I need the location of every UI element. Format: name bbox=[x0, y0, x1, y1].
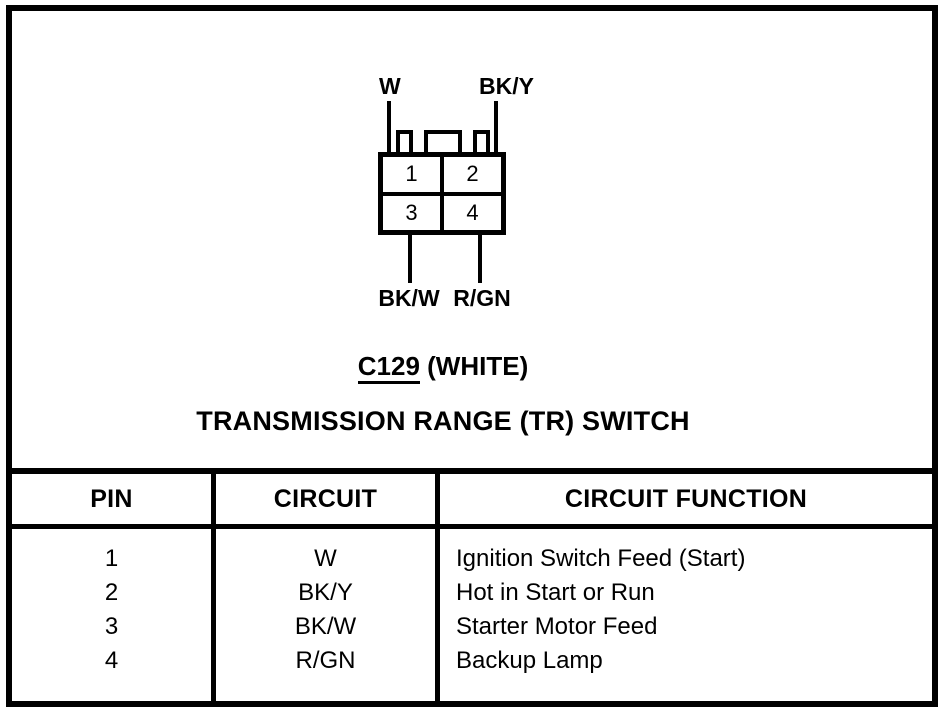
wire-label-bottom-left: BK/W bbox=[378, 285, 440, 311]
circuit-value: BK/Y bbox=[298, 579, 353, 606]
connector-title: TRANSMISSION RANGE (TR) SWITCH bbox=[196, 406, 690, 436]
pin-cavity-3: 3 bbox=[383, 195, 440, 230]
pin-value: 3 bbox=[104, 613, 119, 640]
wire-line-pin2 bbox=[494, 101, 498, 153]
pin-cavity-2: 2 bbox=[444, 157, 501, 192]
function-value: Ignition Switch Feed (Start) bbox=[456, 545, 746, 572]
function-column: Ignition Switch Feed (Start) Hot in Star… bbox=[440, 529, 932, 701]
circuit-value: W bbox=[314, 545, 337, 572]
wire-label-bottom-right: R/GN bbox=[453, 285, 511, 311]
function-value: Backup Lamp bbox=[456, 647, 603, 674]
circuit-value: BK/W bbox=[294, 613, 357, 640]
header-circuit: CIRCUIT bbox=[216, 474, 440, 524]
connector-id-caption: C129 (WHITE) bbox=[0, 351, 944, 384]
pin-value: 4 bbox=[104, 647, 119, 674]
connector-housing-color: (WHITE) bbox=[427, 351, 529, 381]
pin-value: 1 bbox=[104, 545, 119, 572]
connector-tab-center bbox=[424, 130, 462, 155]
connector-body: 1 2 3 4 bbox=[378, 152, 506, 235]
pin-cavity-1: 1 bbox=[383, 157, 440, 192]
pin-table-header-row: PIN CIRCUIT CIRCUIT FUNCTION bbox=[12, 468, 932, 529]
pin-table-body: 1 2 3 4 W BK/Y BK/W R/GN Ignition Switch… bbox=[12, 529, 932, 701]
wire-line-pin3 bbox=[408, 235, 412, 283]
wire-label-top-right: BK/Y bbox=[479, 73, 534, 99]
pin-value: 2 bbox=[104, 579, 119, 606]
connector-tab-left bbox=[396, 130, 413, 155]
circuit-column: W BK/Y BK/W R/GN bbox=[216, 529, 440, 701]
header-pin: PIN bbox=[12, 474, 216, 524]
wire-line-pin1 bbox=[387, 101, 391, 153]
function-value: Starter Motor Feed bbox=[456, 613, 658, 640]
connector-tab-right bbox=[473, 130, 490, 155]
pin-cavity-4: 4 bbox=[444, 195, 501, 230]
function-value: Hot in Start or Run bbox=[456, 579, 655, 606]
connector-id: C129 bbox=[357, 351, 420, 384]
header-circuit-function: CIRCUIT FUNCTION bbox=[564, 484, 808, 513]
pin-column: 1 2 3 4 bbox=[12, 529, 216, 701]
wire-label-top-left: W bbox=[379, 73, 401, 99]
circuit-value: R/GN bbox=[295, 647, 356, 674]
wire-line-pin4 bbox=[478, 235, 482, 283]
